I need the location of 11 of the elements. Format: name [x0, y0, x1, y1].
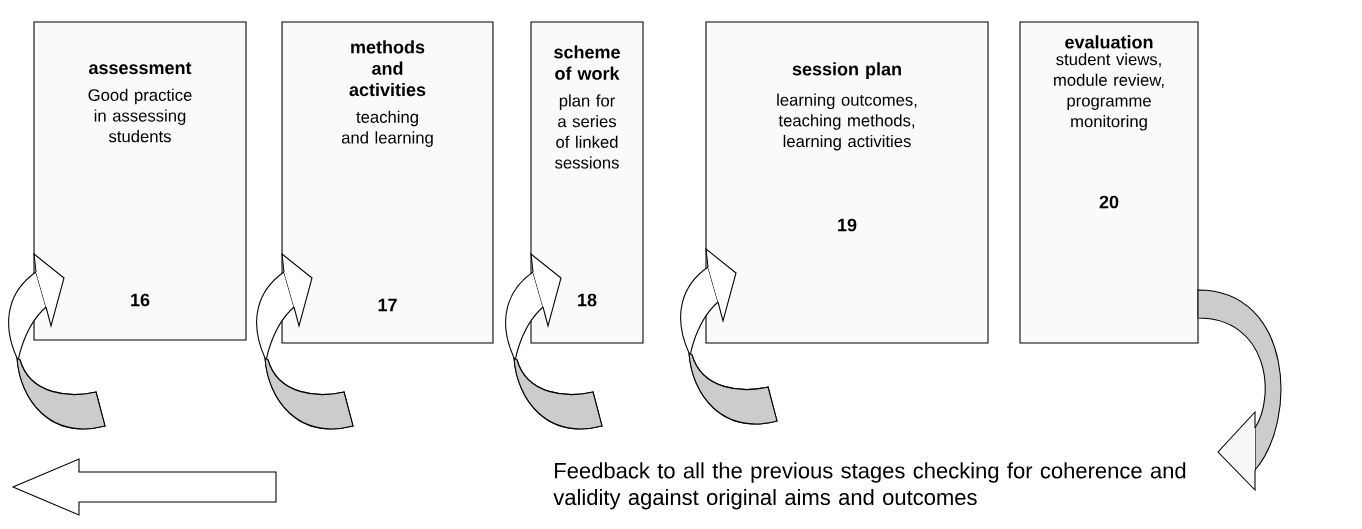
feedback-note: Feedback to all the previous stages checking for coherence and validity against original aims and outcomes	[553, 462, 1186, 510]
curved-arrow	[256, 252, 354, 430]
stage-box: methods and activities teaching and learning 17	[281, 21, 494, 344]
stage-box: assessment Good practice in assessing students 16	[33, 21, 247, 341]
curved-arrow	[505, 252, 603, 430]
curved-arrow	[8, 252, 106, 430]
stage-box: scheme of work plan for a series of linked sessions 18	[530, 21, 644, 344]
curved-arrow	[1197, 289, 1282, 492]
stage-box: evaluation student views, module review, programme monitoring 20	[1019, 21, 1199, 344]
curved-arrow	[680, 247, 778, 425]
stage-box: session plan learning outcomes, teaching methods, learning activities 19	[705, 21, 989, 344]
